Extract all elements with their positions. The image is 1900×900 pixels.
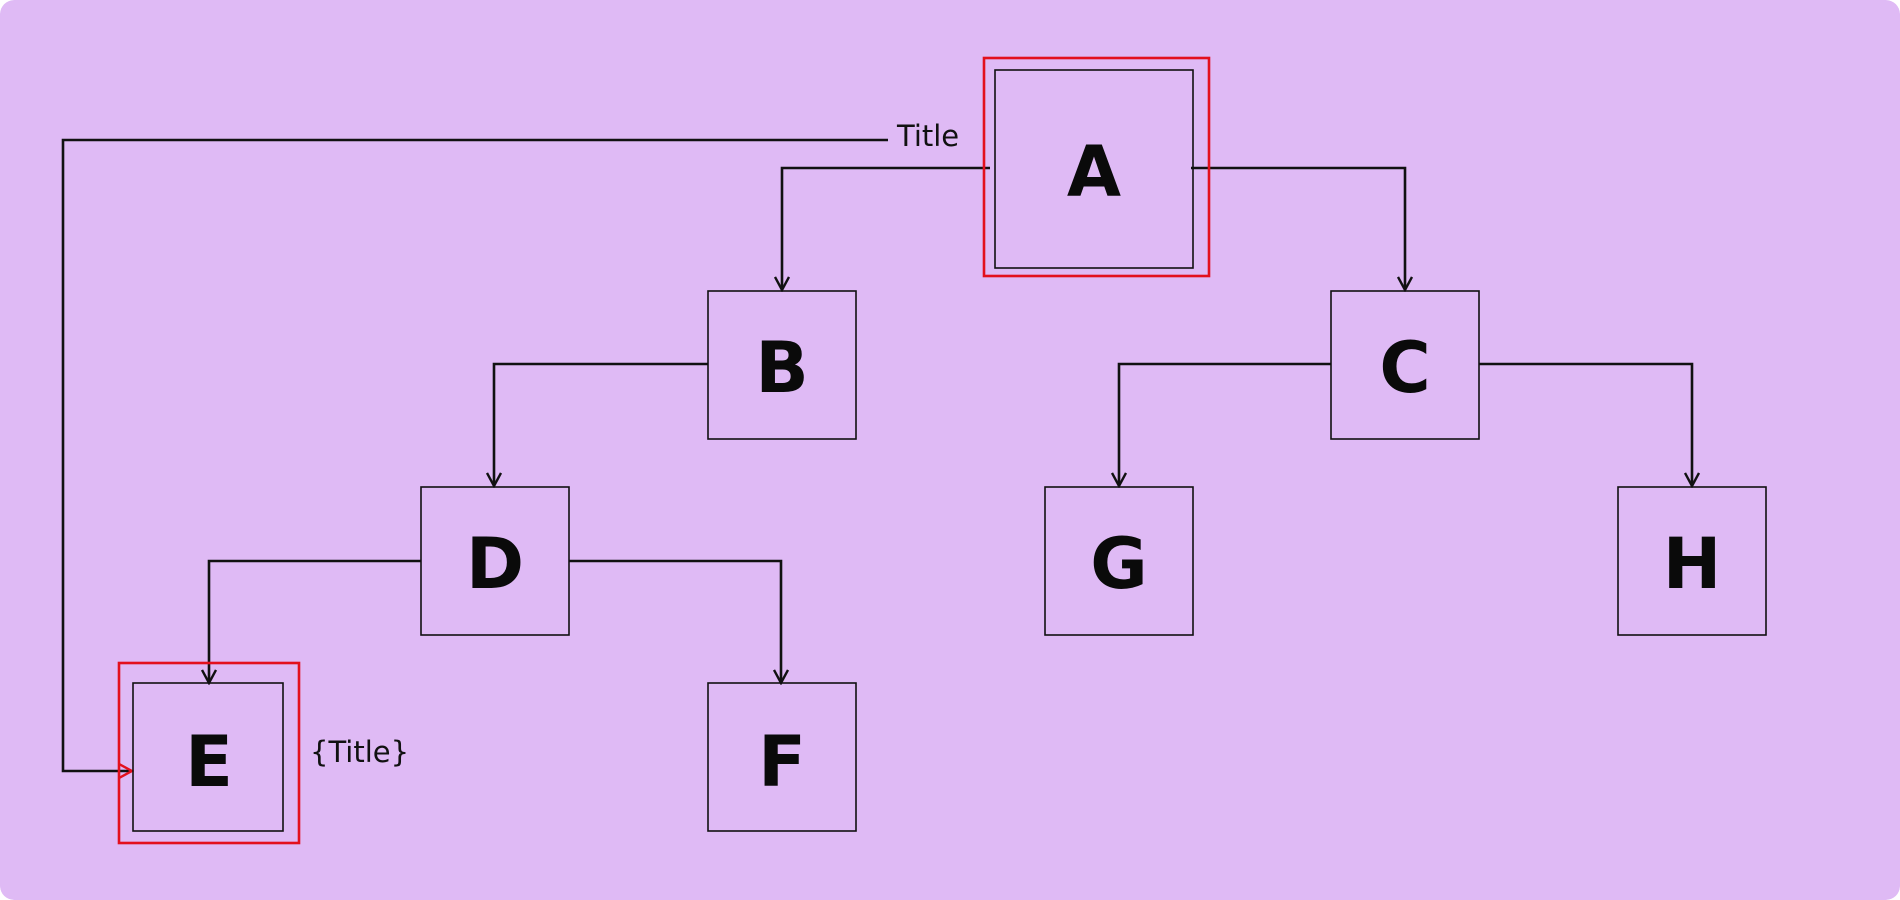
node-a-label: A — [1067, 131, 1121, 213]
node-a-box — [994, 69, 1194, 269]
node-b-label: B — [755, 327, 808, 409]
node-d-box — [420, 486, 570, 636]
edge-b-to-d — [494, 362, 708, 486]
node-f[interactable]: F — [707, 682, 857, 832]
node-e-title-annotation: {Title} — [310, 735, 409, 769]
node-g-label: G — [1090, 523, 1147, 605]
edge-a-to-c — [1191, 166, 1405, 290]
node-c-label: C — [1379, 327, 1430, 409]
edge-a-to-e-titled — [61, 138, 888, 771]
node-f-box — [707, 682, 857, 832]
node-f-label: F — [758, 721, 806, 803]
node-e-label: E — [185, 721, 233, 803]
node-e-highlight-frame — [117, 661, 301, 845]
node-a-highlight-frame — [982, 56, 1211, 278]
edge-d-to-e — [209, 559, 421, 683]
edge-d-to-f — [569, 559, 781, 683]
edge-c-to-h — [1479, 362, 1692, 486]
node-c-box — [1330, 290, 1480, 440]
node-c[interactable]: C — [1330, 290, 1480, 440]
node-g-box — [1044, 486, 1194, 636]
edge-title-label: Title — [896, 119, 959, 153]
node-h-box — [1617, 486, 1767, 636]
node-d-label: D — [466, 523, 524, 605]
edge-c-to-g — [1119, 362, 1331, 486]
node-d[interactable]: D — [420, 486, 570, 636]
node-e[interactable]: E — [132, 682, 284, 832]
node-g[interactable]: G — [1044, 486, 1194, 636]
node-h-label: H — [1663, 523, 1722, 605]
node-h[interactable]: H — [1617, 486, 1767, 636]
node-a[interactable]: A — [994, 69, 1194, 269]
node-b[interactable]: B — [707, 290, 857, 440]
edge-a-to-b — [782, 166, 990, 290]
node-e-box — [132, 682, 284, 832]
node-b-box — [707, 290, 857, 440]
